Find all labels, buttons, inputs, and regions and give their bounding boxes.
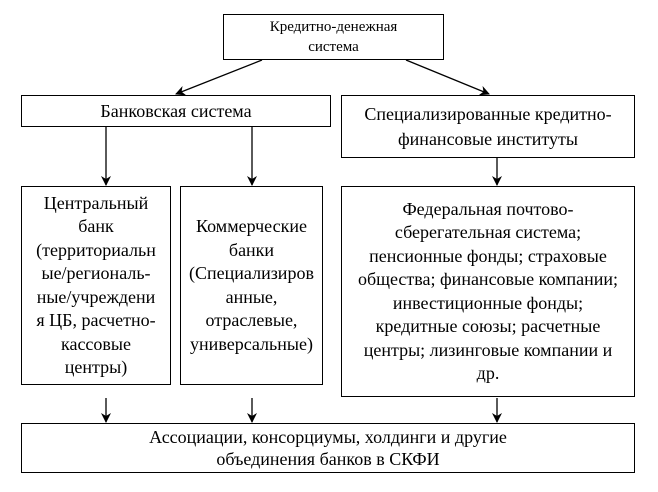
node-line: объединения банков в СКФИ	[216, 449, 440, 469]
node-line: центры; лизинговые компании и	[363, 339, 613, 360]
node-line: сберегательная система;	[394, 222, 582, 242]
arrow-top-to-specialized	[405, 59, 490, 96]
node-line: анные,	[225, 286, 278, 307]
node-line: центры)	[64, 357, 128, 377]
node-line: Специализированные кредитно-	[364, 103, 612, 124]
node-line: универсальные)	[190, 333, 313, 354]
node-line: отраслевые,	[205, 310, 298, 330]
node-line: Коммерческие	[196, 216, 307, 236]
node-specialized-institutions: Специализированные кредитно- финансовые …	[341, 95, 635, 158]
node-line: Ассоциации, консорциумы, холдинги и друг…	[149, 427, 507, 447]
node-associations-consortia: Ассоциации, консорциумы, холдинги и друг…	[21, 423, 635, 473]
node-line: Банковская система	[100, 100, 252, 121]
node-line: система	[308, 39, 359, 55]
node-federal-and-other-institutions: Федеральная почтово- сберегательная сист…	[341, 186, 635, 397]
node-line: кредитные союзы; расчетные	[375, 316, 601, 336]
node-line: общества; финансовые компании;	[357, 269, 619, 289]
node-line: инвестиционные фонды;	[392, 292, 584, 313]
node-line: др.	[476, 363, 500, 383]
node-banking-system: Банковская система	[21, 95, 331, 127]
node-line: банк	[78, 216, 114, 236]
node-line: ные/учреждени	[36, 286, 156, 307]
node-line: банки	[228, 239, 275, 260]
node-commercial-banks: Коммерческие банки (Специализиров анные,…	[180, 186, 323, 385]
node-line: (территориальн	[36, 239, 156, 260]
node-central-bank: Центральный банк (территориальн ые/регио…	[21, 186, 171, 385]
node-line: (Специализиров	[189, 263, 314, 283]
node-line: Федеральная почтово-	[402, 198, 574, 219]
arrow-top-to-bank	[175, 59, 263, 96]
node-line: ые/региональ-	[41, 263, 151, 283]
node-line: финансовые институты	[398, 128, 578, 149]
node-credit-monetary-system: Кредитно-денежная система	[223, 14, 444, 60]
node-line: Центральный	[43, 192, 149, 213]
node-line: Кредитно-денежная	[269, 19, 398, 35]
node-line: кассовые	[60, 333, 132, 354]
node-line: пенсионные фонды; страховые	[369, 245, 607, 266]
node-line: я ЦБ, расчетно-	[36, 310, 156, 330]
